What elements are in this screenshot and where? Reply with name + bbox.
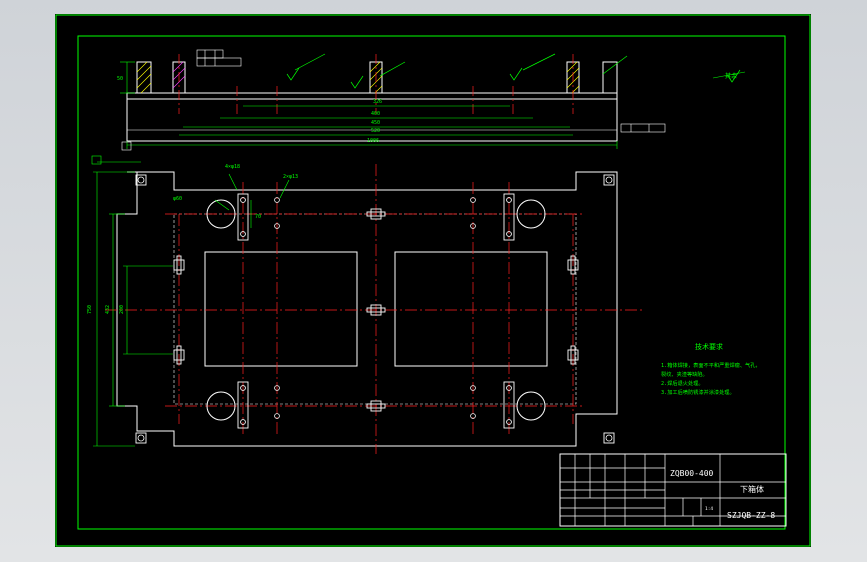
section-view: 326 400 450 520 1006 50 [117,49,746,151]
cad-drawing: 326 400 450 520 1006 50 [55,14,811,547]
drawing-canvas[interactable]: 326 400 450 520 1006 50 [55,14,811,547]
inner-frame [77,35,786,530]
title-block-text: ZQB00-400 下箱体 SZJQB-ZZ-8 1:4 [670,469,775,520]
tech-note-line: 3.加工后喷防锈漆并涂漆处理。 [661,388,735,396]
svg-text:2×φ13: 2×φ13 [283,174,298,180]
scale-value: 1:4 [705,506,713,512]
plan-view: 750 432 200 4×φ18 2×φ13 φ60 70 [87,155,645,454]
tech-note-line: 2.焊后退火处理。 [661,379,704,387]
title-block [559,453,787,527]
svg-text:450: 450 [371,120,380,126]
svg-text:200: 200 [119,305,125,314]
tech-notes: 技术要求 1.箱体焊接，表面不平和严重焊瘤、气孔， 裂纹、夹渣等缺陷。 2.焊后… [661,342,761,396]
svg-text:326: 326 [373,99,382,105]
product-code: ZQB00-400 [670,469,714,478]
svg-text:1006: 1006 [367,138,379,144]
svg-text:4×φ18: 4×φ18 [225,164,240,170]
svg-text:400: 400 [371,111,380,117]
tech-note-line: 1.箱体焊接，表面不平和严重焊瘤、气孔， [661,361,761,369]
svg-text:70: 70 [255,214,261,220]
outer-frame [55,14,811,547]
drawing-number: SZJQB-ZZ-8 [727,511,775,520]
svg-text:750: 750 [87,305,93,314]
part-name: 下箱体 [740,484,764,494]
svg-text:50: 50 [117,76,123,82]
svg-text:520: 520 [371,128,380,134]
svg-text:432: 432 [105,305,111,314]
svg-text:φ60: φ60 [173,196,182,202]
tech-notes-title: 技术要求 [695,342,723,351]
tech-note-line: 裂纹、夹渣等缺陷。 [661,370,708,378]
roughness-note: 其余 [725,72,737,80]
